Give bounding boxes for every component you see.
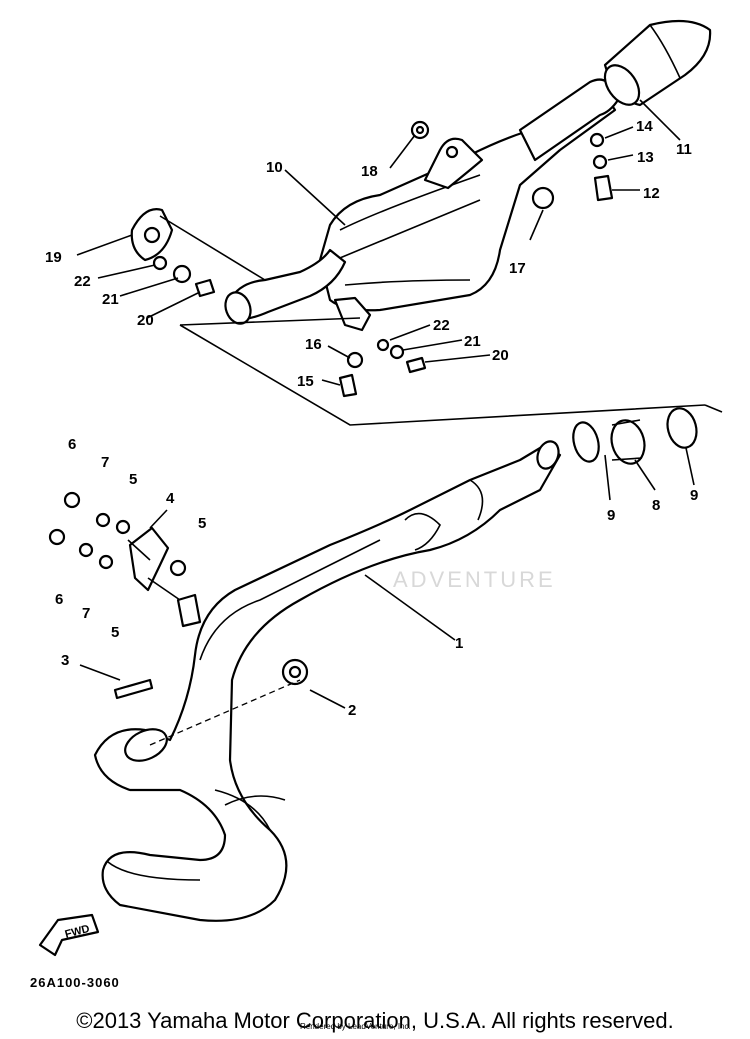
collar-5a bbox=[115, 519, 131, 535]
bolt-20a bbox=[194, 278, 216, 298]
washer-22a bbox=[152, 255, 168, 271]
bolt-20b bbox=[405, 356, 427, 374]
clamp-9b bbox=[666, 407, 698, 449]
callout-13: 13 bbox=[637, 149, 654, 166]
muffler-lower-bracket bbox=[333, 296, 372, 332]
damper-17 bbox=[531, 186, 555, 210]
washer-16 bbox=[346, 351, 364, 369]
callout-4: 4 bbox=[166, 490, 175, 507]
collar-21a bbox=[172, 264, 192, 284]
copyright-notice: ©2013 Yamaha Motor Corporation, U.S.A. A… bbox=[76, 1008, 674, 1033]
silencer-inlet-pipe bbox=[228, 248, 347, 321]
callout-16: 16 bbox=[305, 336, 322, 353]
diagram-code: 26A100-3060 bbox=[30, 975, 120, 990]
exhaust-pipe bbox=[93, 443, 562, 922]
bolt-6b bbox=[48, 528, 66, 546]
bolt-15 bbox=[338, 373, 358, 398]
callout-17: 17 bbox=[509, 260, 526, 277]
callout-10: 10 bbox=[266, 159, 283, 176]
callout-6-b: 6 bbox=[55, 591, 63, 608]
callout-11: 11 bbox=[676, 141, 692, 158]
callout-5-b: 5 bbox=[198, 515, 206, 532]
pipe-bracket bbox=[176, 593, 202, 628]
callout-18: 18 bbox=[361, 163, 378, 180]
clamp-9a bbox=[572, 421, 600, 463]
callout-5-a: 5 bbox=[129, 471, 137, 488]
washer-13 bbox=[592, 154, 608, 170]
washer-7b bbox=[78, 542, 94, 558]
collar-5b bbox=[98, 554, 114, 570]
callout-3: 3 bbox=[61, 652, 69, 669]
callout-19: 19 bbox=[45, 249, 62, 266]
callout-9-b: 9 bbox=[690, 487, 698, 504]
collar-5c bbox=[169, 559, 187, 577]
washer-7a bbox=[95, 512, 111, 528]
callout-22-a: 22 bbox=[74, 273, 91, 290]
joint-pipe bbox=[610, 419, 646, 465]
bolt-12 bbox=[593, 174, 614, 202]
callout-20-b: 20 bbox=[492, 347, 509, 364]
spring-3 bbox=[113, 678, 154, 700]
callout-1: 1 bbox=[455, 635, 463, 652]
callout-8: 8 bbox=[652, 497, 660, 514]
collar-21b bbox=[389, 344, 405, 360]
callout-20-a: 20 bbox=[137, 312, 154, 329]
callout-6-a: 6 bbox=[68, 436, 76, 453]
watermark-text: ADVENTURE bbox=[393, 567, 556, 592]
washer-14 bbox=[589, 132, 605, 148]
callout-12: 12 bbox=[643, 185, 660, 202]
callout-5-c: 5 bbox=[111, 624, 119, 641]
callout-21-b: 21 bbox=[464, 333, 481, 350]
callout-7-a: 7 bbox=[101, 454, 109, 471]
callout-21-a: 21 bbox=[102, 291, 119, 308]
bolt-6a bbox=[63, 491, 81, 509]
callout-2: 2 bbox=[348, 702, 356, 719]
rendered-by-note: Rendered by LeadVenture, Inc. bbox=[300, 1022, 411, 1031]
callout-9-a: 9 bbox=[607, 507, 615, 524]
callout-14: 14 bbox=[636, 118, 653, 135]
callout-22-b: 22 bbox=[433, 317, 450, 334]
callout-7-b: 7 bbox=[82, 605, 90, 622]
fwd-arrow-icon: FWD bbox=[38, 913, 100, 957]
callout-15: 15 bbox=[297, 373, 314, 390]
washer-22b bbox=[376, 338, 390, 352]
muffler-top-bracket bbox=[423, 137, 484, 190]
